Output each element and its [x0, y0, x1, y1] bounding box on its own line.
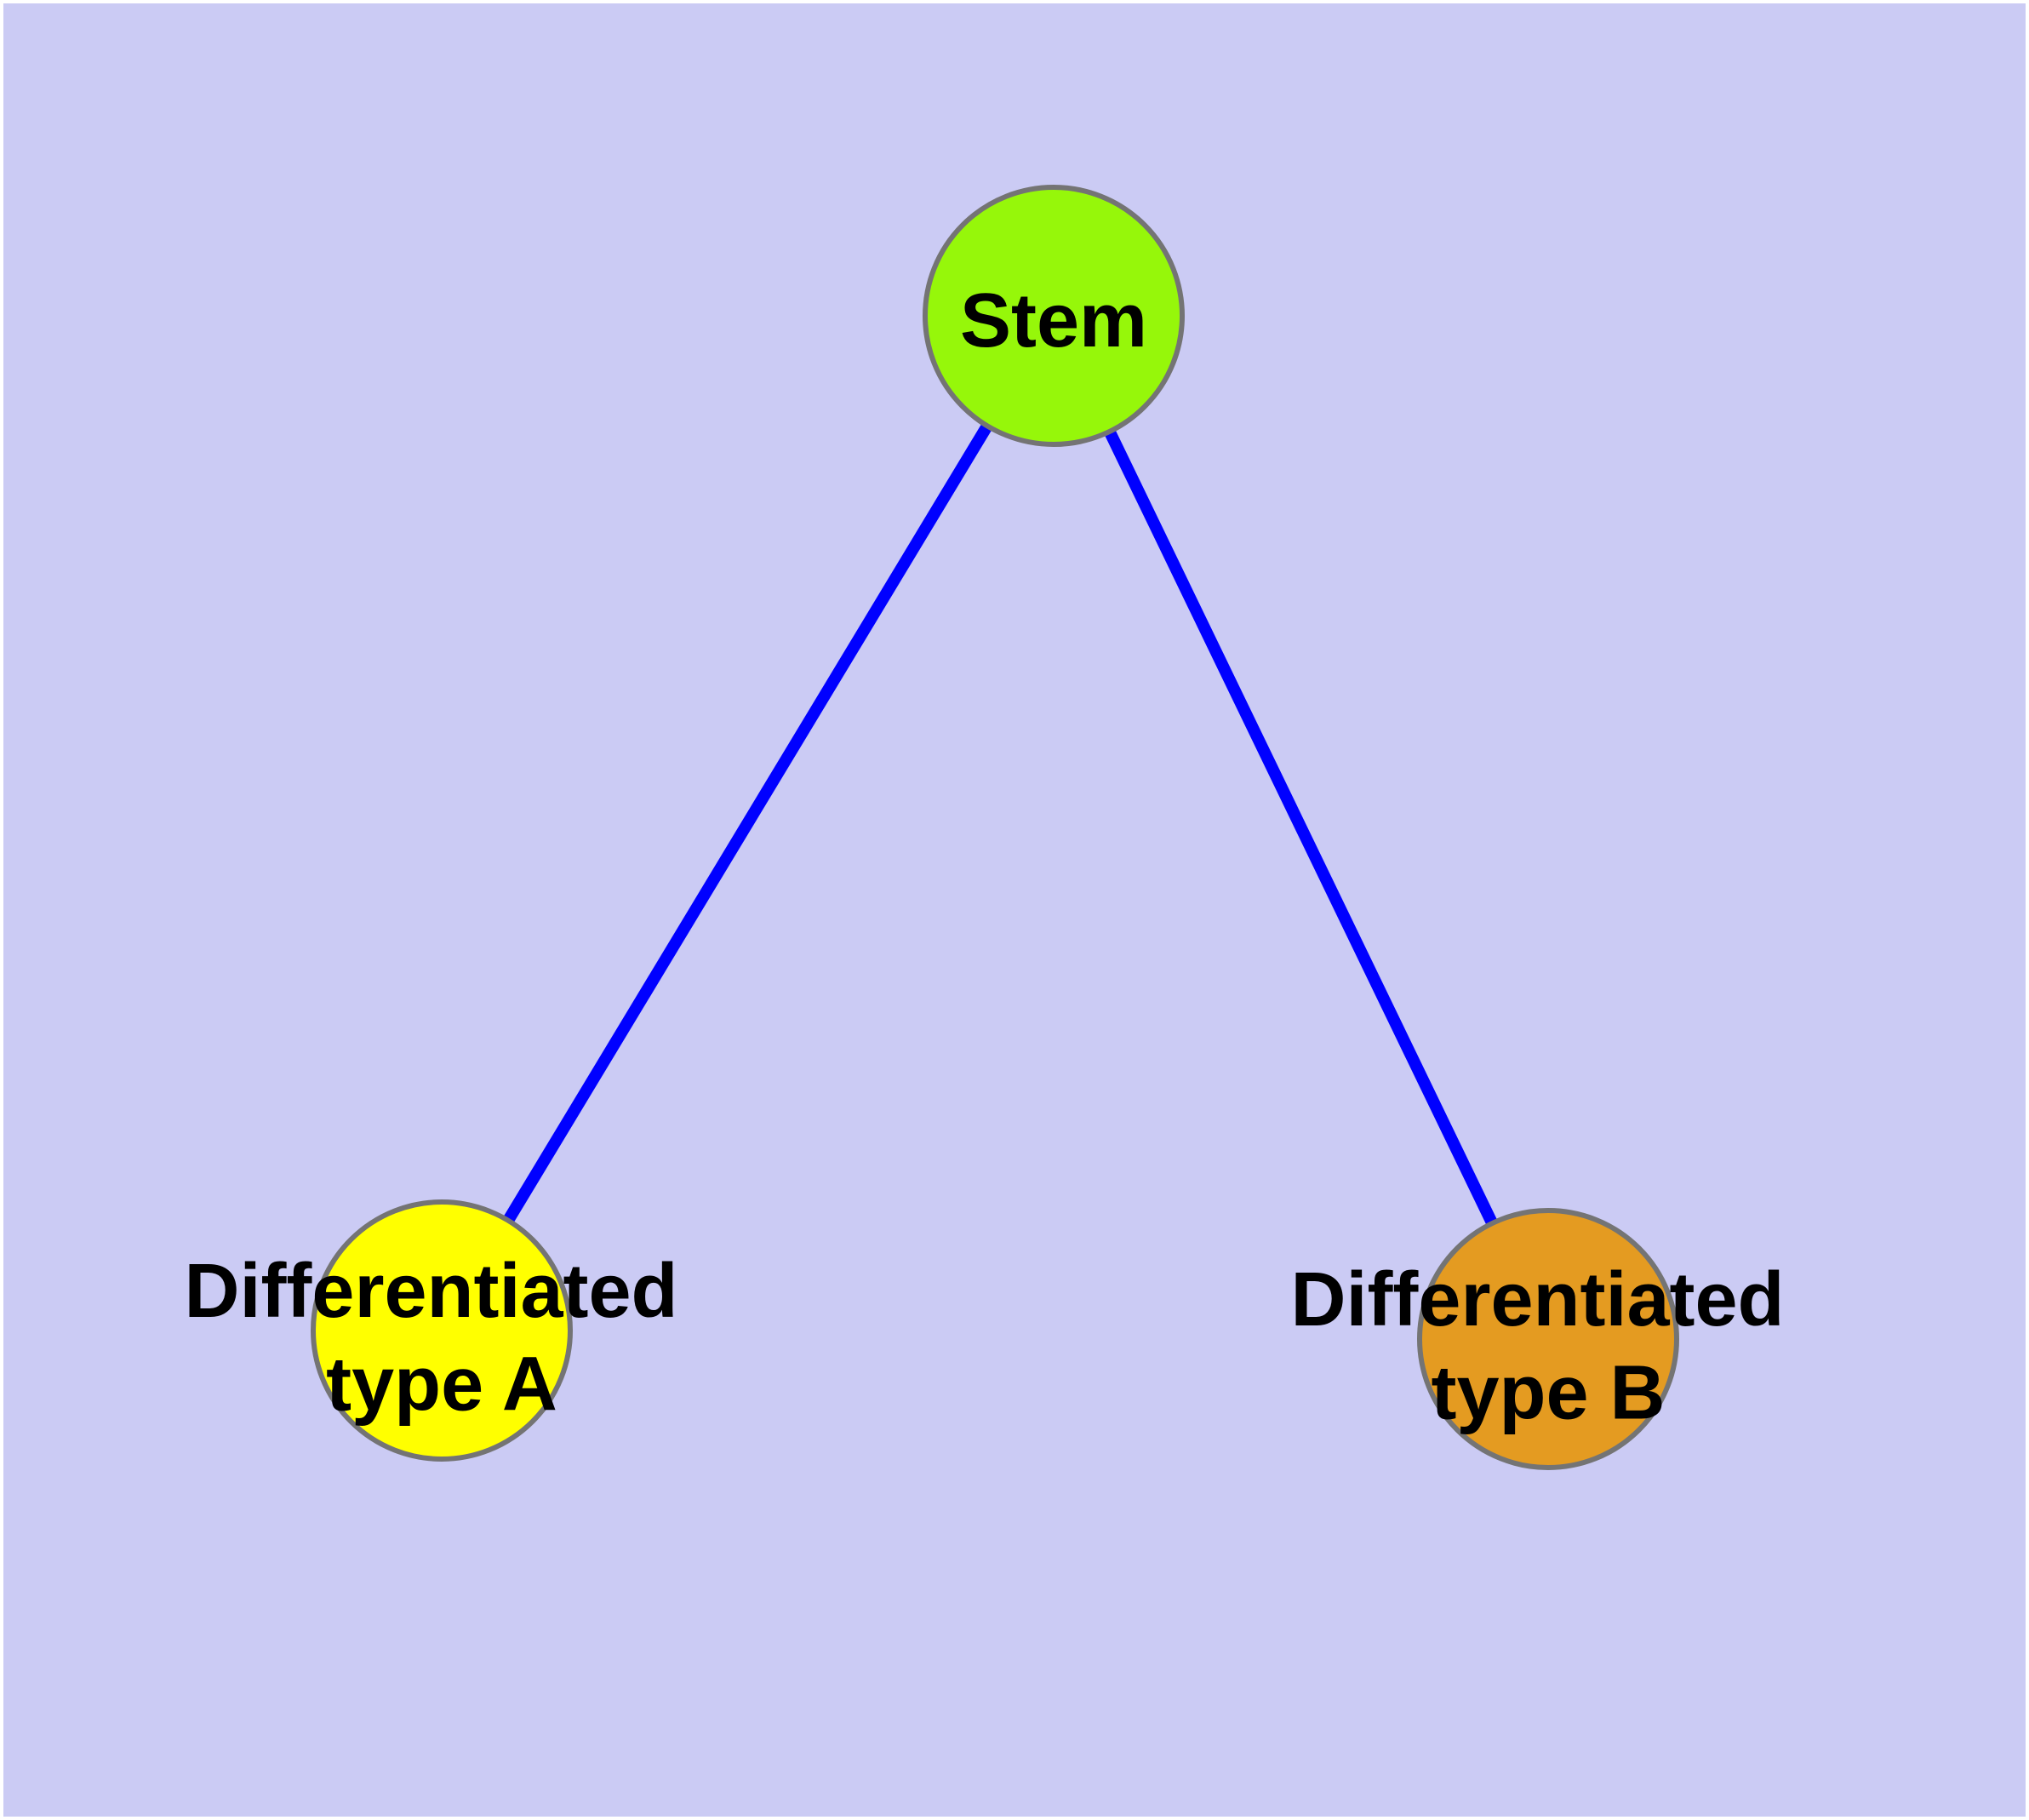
label-line: Stem: [960, 278, 1147, 363]
edge-stem-to-type-b: [1048, 312, 1554, 1342]
node-type-b-label: Differentiated type B: [1290, 1257, 1805, 1436]
node-stem-circle: [923, 185, 1185, 447]
label-line: type B: [1431, 1351, 1665, 1436]
edge-stem-to-type-a: [437, 312, 1059, 1334]
label-line: type A: [326, 1342, 557, 1428]
node-type-a-circle: [311, 1199, 573, 1462]
label-line: Differentiated: [1290, 1257, 1784, 1342]
node-stem-label: Stem: [960, 278, 1147, 363]
node-type-b-circle: [1417, 1208, 1679, 1470]
node-type-a-label: Differentiated type A: [184, 1249, 699, 1428]
label-line: Differentiated: [184, 1249, 677, 1334]
